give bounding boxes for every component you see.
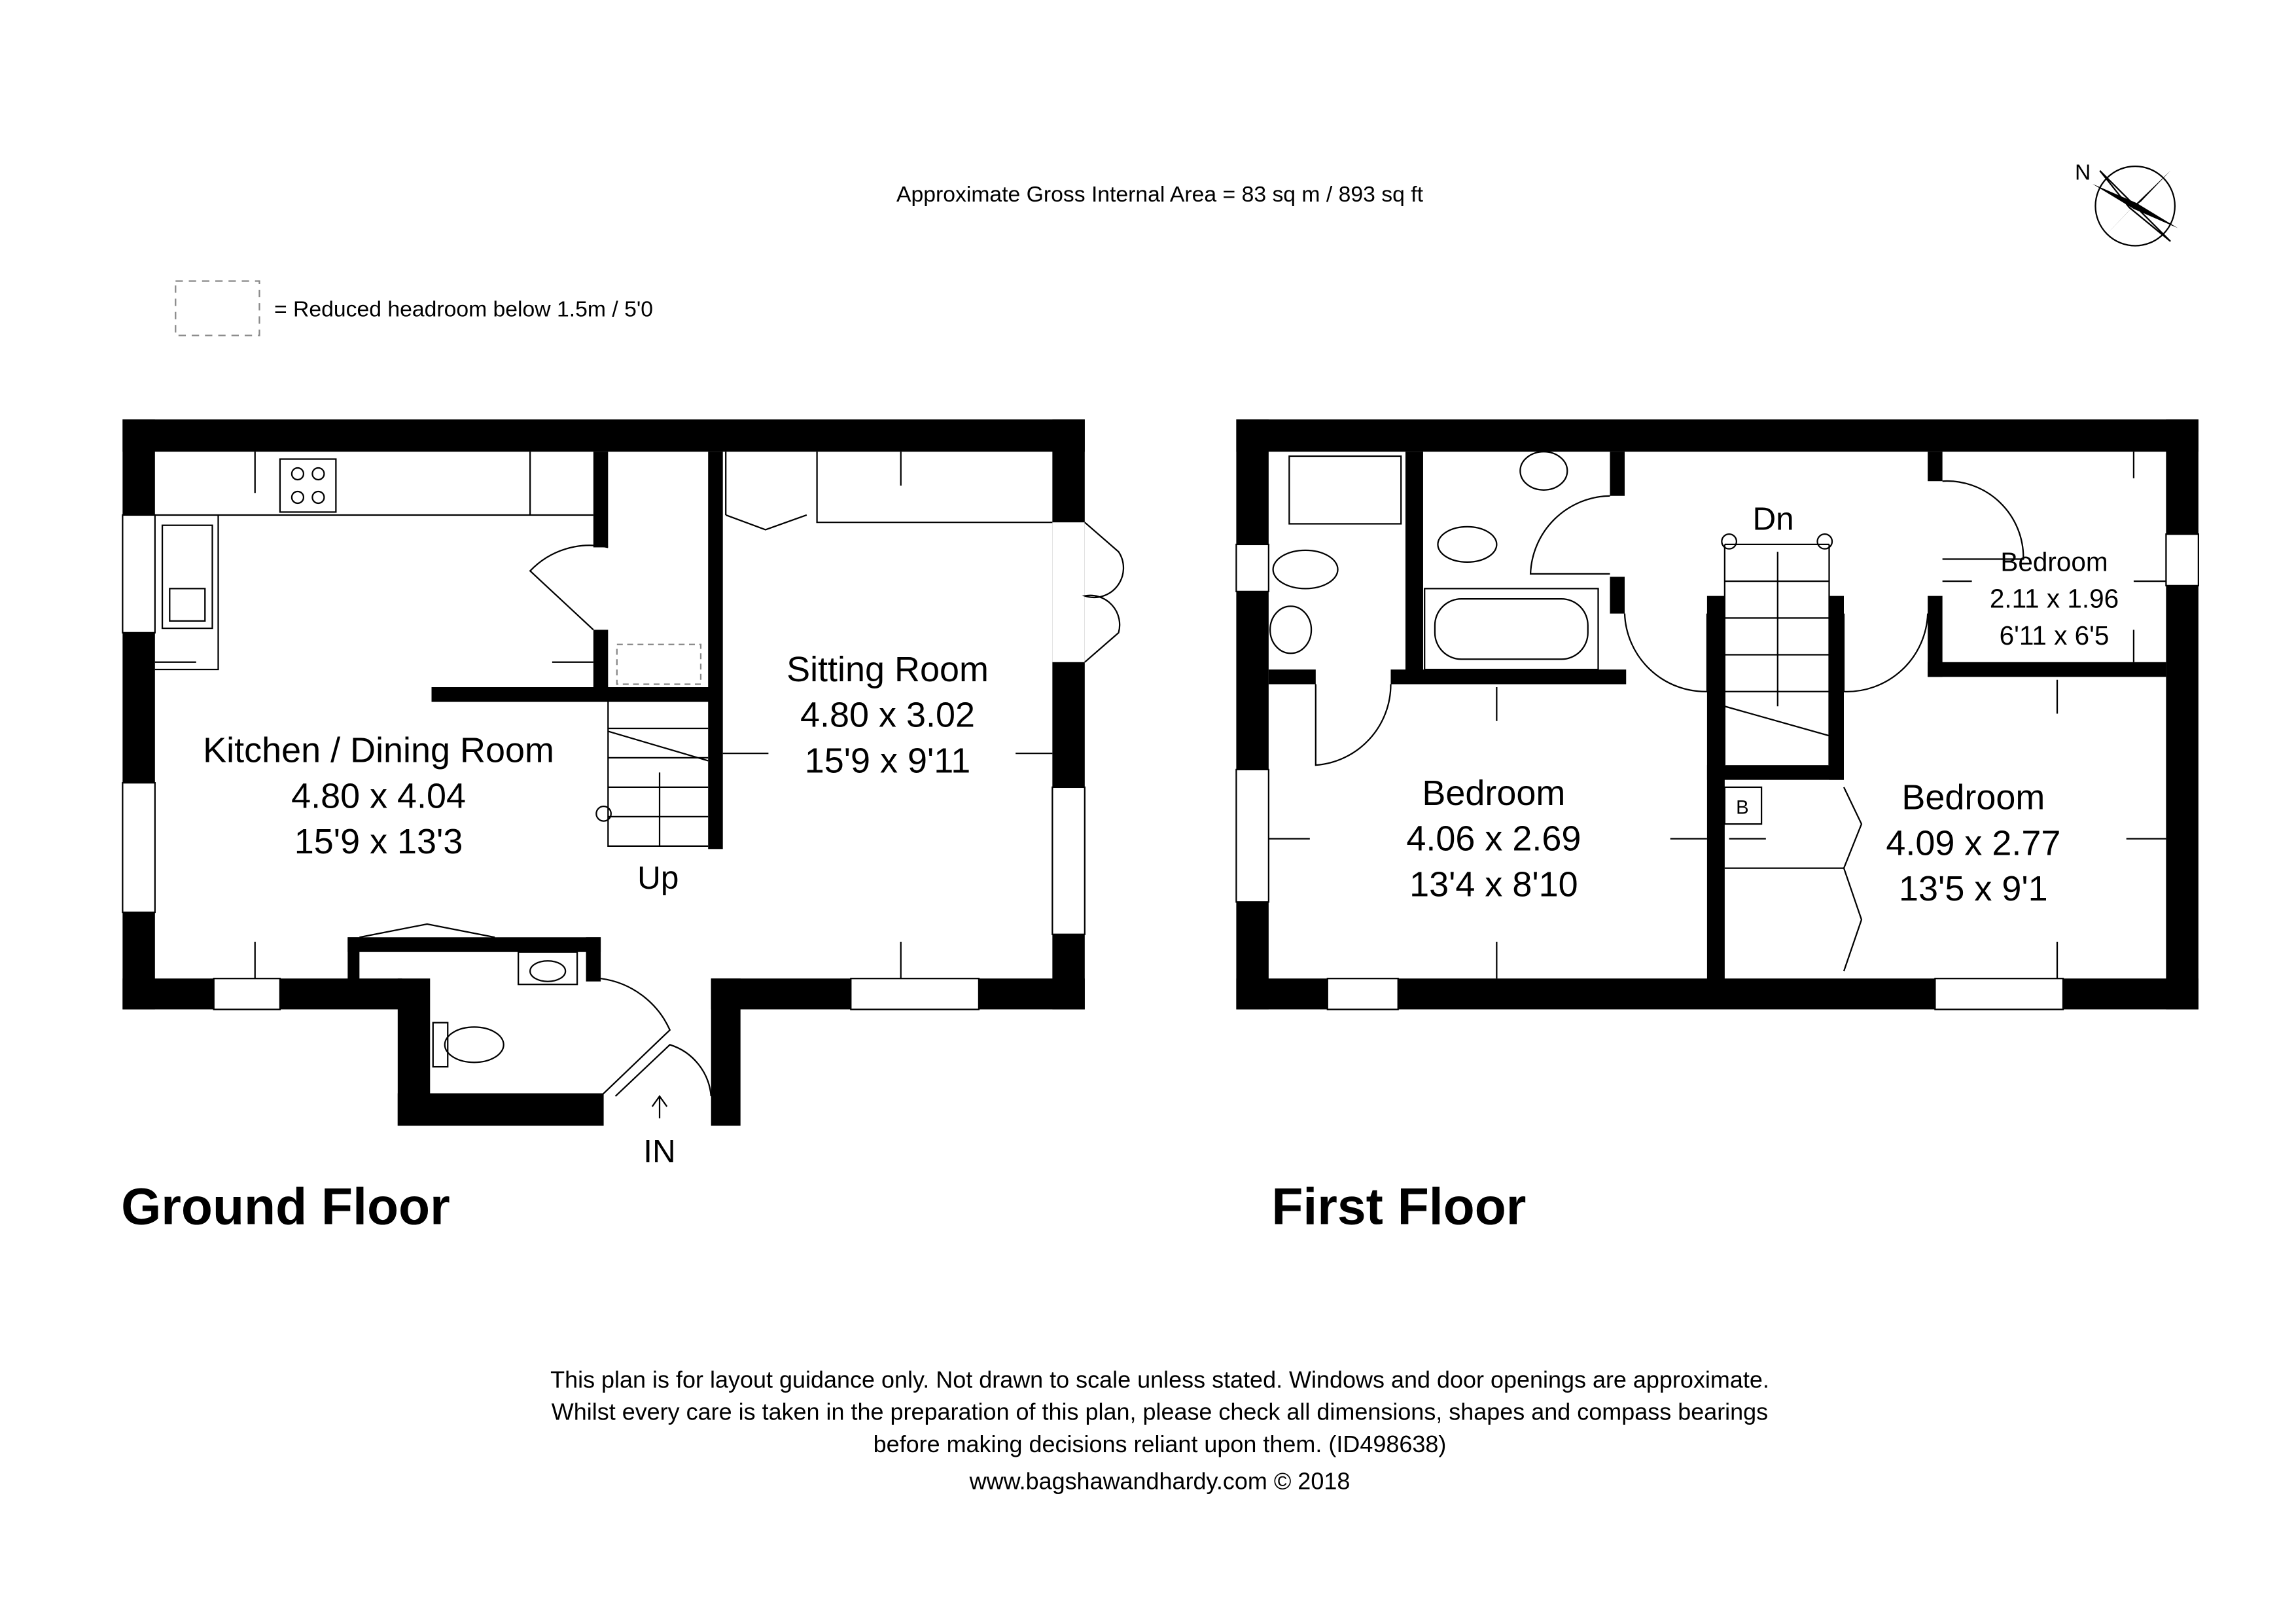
toilet-icon [1272,526,1498,590]
stairs-down-label: Dn [1752,501,1793,537]
disclaimer-line-3: before making decisions reliant upon the… [874,1431,1447,1457]
basin-icon [518,951,578,986]
bedroom-2-metric: 4.09 x 2.77 [1886,823,2060,863]
first-floor-title: First Floor [1271,1178,1526,1236]
sink-icon [161,524,213,630]
entrance-label: IN [643,1133,675,1169]
disclaimer-line-1: This plan is for layout guidance only. N… [550,1366,1769,1393]
reduced-headroom-swatch [175,280,260,336]
bath-icon [1424,588,1599,671]
kitchen-dining-room-name: Kitchen / Dining Room [203,731,554,770]
bedroom-3-imperial: 6'11 x 6'5 [2000,620,2110,651]
bedroom-3-metric: 2.11 x 1.96 [1990,584,2119,614]
sitting-room-name: Sitting Room [786,650,989,689]
headroom-legend: = Reduced headroom below 1.5m / 5'0 [175,280,653,336]
disclaimer-line-2: Whilst every care is taken in the prepar… [552,1399,1768,1425]
kitchen-dining-room-imperial: 15'9 x 13'3 [294,822,463,861]
ground-floor-title: Ground Floor [121,1178,450,1236]
stairs [1721,533,1833,766]
bedroom-1-imperial: 13'4 x 8'10 [1409,865,1578,904]
disclaimer: This plan is for layout guidance only. N… [550,1366,1769,1494]
basin-icon [1269,451,1568,654]
first-floor-plan: B Bedroom 4.06 x 2.69 13'4 x 8'10 Bedroo… [1235,419,2199,1010]
stairs [595,702,709,847]
toilet-icon [432,1022,504,1068]
bedroom-1-name: Bedroom [1422,774,1565,813]
bedroom-3-name: Bedroom [2000,546,2108,577]
compass-icon: N [2075,160,2178,247]
shower-icon [1288,455,1402,525]
gross-area-text: Approximate Gross Internal Area = 83 sq … [896,182,1424,207]
compass-north-label: N [2075,160,2091,185]
hob-icon [279,458,337,513]
boiler-label: B [1736,797,1749,818]
sitting-room-imperial: 15'9 x 9'11 [805,741,971,780]
bedroom-1-metric: 4.06 x 2.69 [1406,819,1581,859]
legend-text: = Reduced headroom below 1.5m / 5'0 [274,296,653,321]
website-copyright: www.bagshawandhardy.com © 2018 [969,1467,1351,1494]
copyright-text: © 2018 [1274,1467,1351,1494]
bedroom-2-name: Bedroom [1901,778,2045,817]
website-link[interactable]: www.bagshawandhardy.com [969,1467,1267,1494]
stairs-up-label: Up [637,860,679,896]
bedroom-2-imperial: 13'5 x 9'1 [1899,869,2048,908]
sitting-room-metric: 4.80 x 3.02 [800,696,975,735]
kitchen-dining-room-metric: 4.80 x 4.04 [291,776,466,815]
ground-floor-plan: Kitchen / Dining Room 4.80 x 4.04 15'9 x… [122,419,1125,1169]
